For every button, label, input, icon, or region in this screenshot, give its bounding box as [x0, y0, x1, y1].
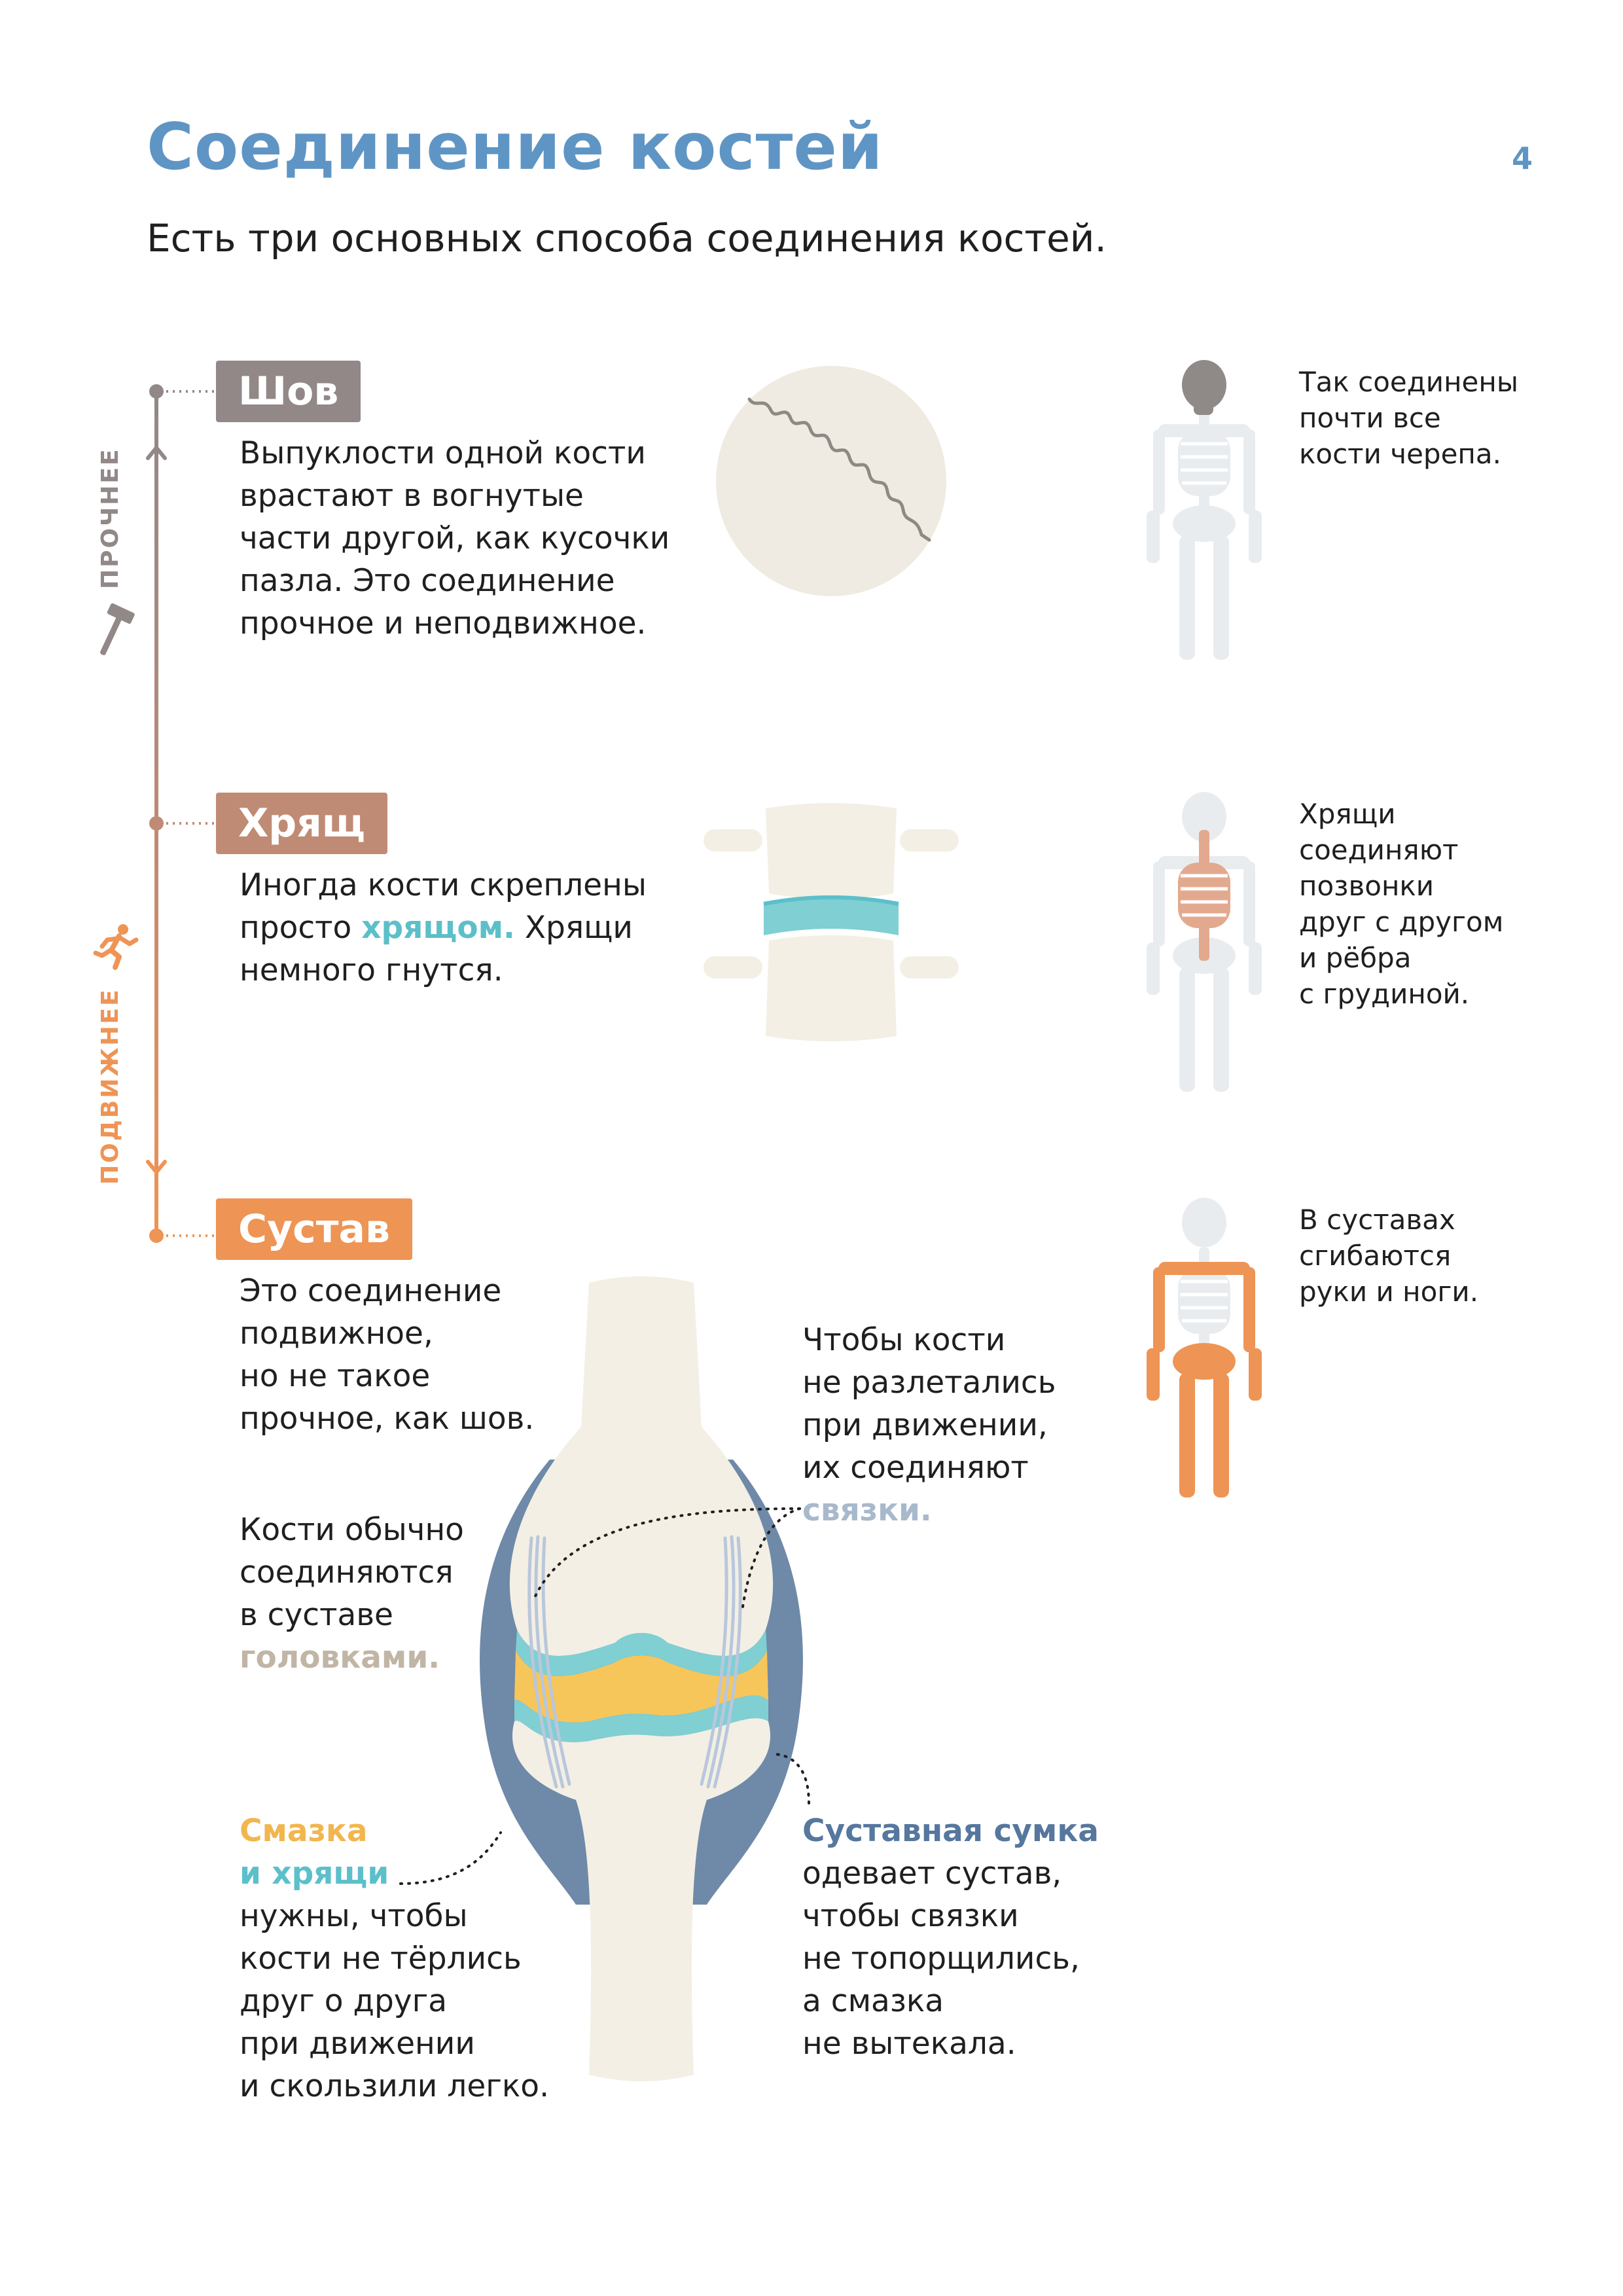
cartilage-description: Иногда кости скреплены просто хрящом. Хр…	[240, 867, 647, 988]
joint-ligaments-note: Чтобы кости не разлетались при движении,…	[802, 1319, 1056, 1532]
capsule-highlight: Суставная сумка	[802, 1813, 1099, 1849]
hammer-icon	[99, 603, 135, 656]
knee-joint-illustration	[480, 1276, 803, 2081]
vertebrae-illustration	[704, 803, 959, 1041]
page-number: 4	[1512, 141, 1533, 176]
joint-lubricant-note: Смазка и хрящи нужны, чтобы кости не тёр…	[240, 1810, 549, 2108]
intro-text: Есть три основных способа соединения кос…	[147, 216, 1107, 260]
skeleton-skull-highlight	[1147, 360, 1262, 660]
cartilage-side-note: Хрящи соединяют позвонки друг с другом и…	[1299, 798, 1504, 1010]
joint-badge: Сустав	[216, 1198, 412, 1260]
running-person-icon	[93, 924, 139, 970]
ligaments-highlight: связки.	[802, 1492, 932, 1528]
joint-cartilage-highlight: хрящи	[272, 1856, 389, 1892]
cartilage-badge: Хрящ	[216, 793, 388, 854]
skeleton-ribs-highlight	[1147, 792, 1262, 1092]
suture-badge: Шов	[216, 361, 361, 422]
heads-highlight: головками.	[240, 1640, 440, 1676]
suture-side-note: Так соединены почти все кости черепа.	[1299, 366, 1518, 470]
joint-side-note: В суставах сгибаются руки и ноги.	[1299, 1204, 1479, 1308]
joint-description: Это соединение подвижное, но не такое пр…	[240, 1273, 535, 1437]
suture-description: Выпуклости одной кости врастают в вогнут…	[240, 435, 670, 641]
lubricant-highlight: Смазка	[240, 1813, 368, 1849]
page-title: Соединение костей	[147, 110, 883, 185]
joint-capsule-note: Суставная сумка одевает сустав, чтобы св…	[802, 1810, 1099, 2065]
joint-heads-note: Кости обычно соединяются в суставе голов…	[240, 1509, 464, 1679]
skeleton-joints-highlight	[1147, 1198, 1262, 1498]
cartilage-highlight: хрящом.	[361, 910, 515, 946]
suture-illustration	[716, 366, 946, 596]
